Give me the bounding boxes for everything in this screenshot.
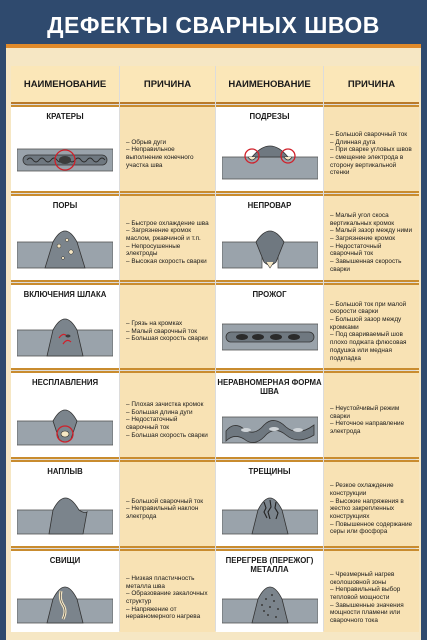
header-name-right: НАИМЕНОВАНИЕ [216,66,323,104]
cause-text: – Обрыв дуги – Неправильное выполнение к… [126,138,194,169]
cause-text: – Быстрое охлаждение шва – Загрязнение к… [126,219,209,266]
poster-footer [6,632,421,640]
undercut-weld-icon [222,145,318,180]
defect-cell: СВИЩИ [11,548,119,637]
defects-table: НАИМЕНОВАНИЕ ПРИЧИНА НАИМЕНОВАНИЕ ПРИЧИН… [11,66,419,637]
cause-text: – Малый угол скоса вертикальных кромок –… [330,211,413,273]
defect-cell: НАПЛЫВ [11,460,119,548]
defect-name: ТРЕЩИНЫ [248,467,291,477]
defect-name: НЕРАВНОМЕРНАЯ ФОРМА ШВА [217,378,322,397]
cause-text: – Большой ток при малой скорости сварки … [330,300,407,362]
defect-cell: НЕПРОВАР [216,193,323,282]
defect-cell: ВКЛЮЧЕНИЯ ШЛАКА [11,282,119,371]
header-name-left: НАИМЕНОВАНИЕ [11,66,119,104]
cause-text: – Чрезмерный нагрев околошовной зоны – Н… [330,570,404,625]
cause-cell: – Грязь на кромках – Малый сварочный ток… [120,282,215,371]
cause-text: – Грязь на кромках – Малый сварочный ток… [126,319,208,343]
cause-text: – Большой сварочный ток – Длинная дуга –… [330,130,412,177]
poster-title: ДЕФЕКТЫ СВАРНЫХ ШВОВ [6,6,421,48]
cause-text: – Большой сварочный ток – Неправильный н… [126,497,204,520]
uneven-weld-icon [222,416,318,444]
burn-through-icon [222,323,318,351]
defect-name: ВКЛЮЧЕНИЯ ШЛАКА [23,289,107,299]
cause-cell: – Неустойчивый режим сварки – Неточное н… [324,371,419,460]
defect-name: СВИЩИ [49,555,81,565]
defect-cell: ПЕРЕГРЕВ (ПЕРЕЖОГ) МЕТАЛЛА [216,548,323,637]
defect-cell: ТРЕЩИНЫ [216,460,323,548]
title-divider [6,48,421,64]
defect-cell: ПОРЫ [11,193,119,282]
header-cause-right: ПРИЧИНА [324,66,419,104]
pores-weld-icon [17,230,113,268]
defect-name: НЕСПЛАВЛЕНИЯ [31,378,99,388]
lack-of-fusion-icon [17,409,113,446]
cause-cell: – Большой ток при малой скорости сварки … [324,282,419,371]
cause-cell: – Быстрое охлаждение шва – Загрязнение к… [120,193,215,282]
cracks-weld-icon [222,497,318,535]
cause-text: – Резкое охлаждение конструкции – Высоки… [330,482,413,536]
cause-text: – Неустойчивый режим сварки – Неточное н… [330,404,405,435]
overlap-weld-icon [17,497,113,535]
cause-text: – Низкая пластичность металла шва – Обра… [126,574,208,621]
cause-cell: – Обрыв дуги – Неправильное выполнение к… [120,105,215,193]
defect-name: ПОРЫ [52,200,78,210]
defect-name: НЕПРОВАР [247,200,292,210]
defect-cell: НЕСПЛАВЛЕНИЯ [11,371,119,460]
cause-cell: – Большой сварочный ток – Длинная дуга –… [324,105,419,193]
defect-cell: ПРОЖОГ [216,282,323,371]
cause-cell: – Чрезмерный нагрев околошовной зоны – Н… [324,548,419,637]
lack-of-penetration-icon [222,230,318,269]
header-cause-left: ПРИЧИНА [120,66,215,104]
overheat-weld-icon [222,586,318,624]
fistula-weld-icon [17,586,113,624]
slag-inclusion-icon [17,319,113,357]
crater-weld-icon [17,148,113,172]
defect-name: КРАТЕРЫ [46,112,84,121]
cause-cell: – Низкая пластичность металла шва – Обра… [120,548,215,637]
defect-name: ПОДРЕЗЫ [249,112,290,121]
cause-text: – Плохая зачистка кромок – Большая длина… [126,401,208,439]
defect-cell: КРАТЕРЫ [11,105,119,193]
cause-cell: – Резкое охлаждение конструкции – Высоки… [324,460,419,548]
cause-cell: – Плохая зачистка кромок – Большая длина… [120,371,215,460]
defect-name: ПРОЖОГ [252,289,287,299]
defect-name: НАПЛЫВ [47,467,83,477]
defect-cell: ПОДРЕЗЫ [216,105,323,193]
defect-name: ПЕРЕГРЕВ (ПЕРЕЖОГ) МЕТАЛЛА [225,555,314,574]
cause-cell: – Большой сварочный ток – Неправильный н… [120,460,215,548]
defect-cell: НЕРАВНОМЕРНАЯ ФОРМА ШВА [216,371,323,460]
cause-cell: – Малый угол скоса вертикальных кромок –… [324,193,419,282]
